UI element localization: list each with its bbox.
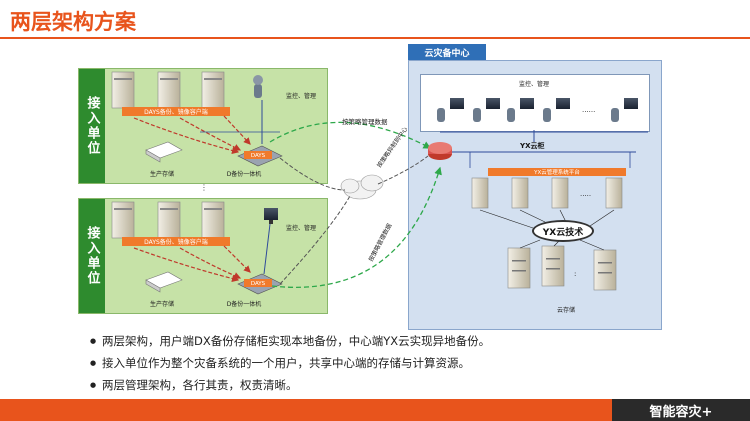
svg-text:⋮: ⋮ (200, 183, 208, 192)
site1-backup-label: DAYS备份、镜像容户端 (144, 108, 208, 116)
site2-servers (111, 201, 225, 239)
title-divider (0, 37, 750, 39)
site1-monitor-label: 监控、管理 (286, 92, 316, 100)
site1-aio-label: D备份一体机 (227, 170, 262, 178)
bullet-list: 两层架构，用户端DX备份存储柜实现本地备份，中心端YX云实现异地备份。 接入单位… (90, 330, 490, 396)
cloud-storage-icons (507, 245, 617, 291)
site1-storage-label: 生产存储 (150, 170, 174, 178)
link-label-top: 按策略管理数据 (342, 117, 388, 126)
dc-servers (471, 177, 623, 209)
site2-backup-label: DAYS备份、镜像容户端 (144, 238, 208, 246)
yx-mgmt-label: YX云管理系统平台 (533, 168, 580, 176)
link-label-bottom: 按策略管理数据 (367, 222, 394, 263)
internet-cloud-icon (340, 174, 384, 200)
cloud-dr-center-title: 云灾备中心 (408, 44, 486, 60)
yx-cloud-tech-node: YX云技术 (532, 220, 594, 242)
site2-appliance-label: DAYS (251, 281, 266, 287)
dc-monitor-icons (437, 98, 638, 122)
site1-servers (111, 71, 225, 109)
site2-aio-label: D备份一体机 (227, 300, 262, 308)
site1-user-icon (254, 84, 262, 98)
yx-mgmt-bar (488, 168, 626, 176)
site2-storage-label: 生产存储 (150, 300, 174, 308)
page-title: 两层架构方案 (10, 10, 136, 34)
site2-monitor-icon (264, 208, 278, 220)
link-label-middle: 按策略异制到中心 (375, 125, 409, 169)
bullet-item: 两层架构，用户端DX备份存储柜实现本地备份，中心端YX云实现异地备份。 (90, 330, 490, 352)
footer-bar (0, 399, 750, 421)
bullet-item: 两层管理架构，各行其责，权责清晰。 (90, 374, 490, 396)
footer-brand: 智能容灾+ (612, 399, 750, 421)
site1-appliance-label: DAYS (251, 153, 266, 159)
cloud-storage-label: 云存储 (557, 306, 575, 314)
site2-monitor-label: 监控、管理 (286, 224, 316, 232)
dc-ellipsis: ...... (582, 106, 595, 114)
bullet-item: 接入单位作为整个灾备系统的一个用户，共享中心端的存储与计算资源。 (90, 352, 490, 374)
svg-text::: : (574, 270, 576, 278)
access-unit-label-1: 接入单位 (79, 69, 105, 183)
dc-monitor-label: 监控、管理 (519, 80, 549, 88)
svg-text:.....: ..... (580, 190, 591, 198)
yx-cabinet-label: YX云柜 (519, 141, 544, 150)
access-unit-label-2: 接入单位 (79, 199, 105, 313)
site2-backup-bar (122, 237, 230, 246)
site1-backup-bar (122, 107, 230, 116)
router-icon (428, 142, 452, 160)
